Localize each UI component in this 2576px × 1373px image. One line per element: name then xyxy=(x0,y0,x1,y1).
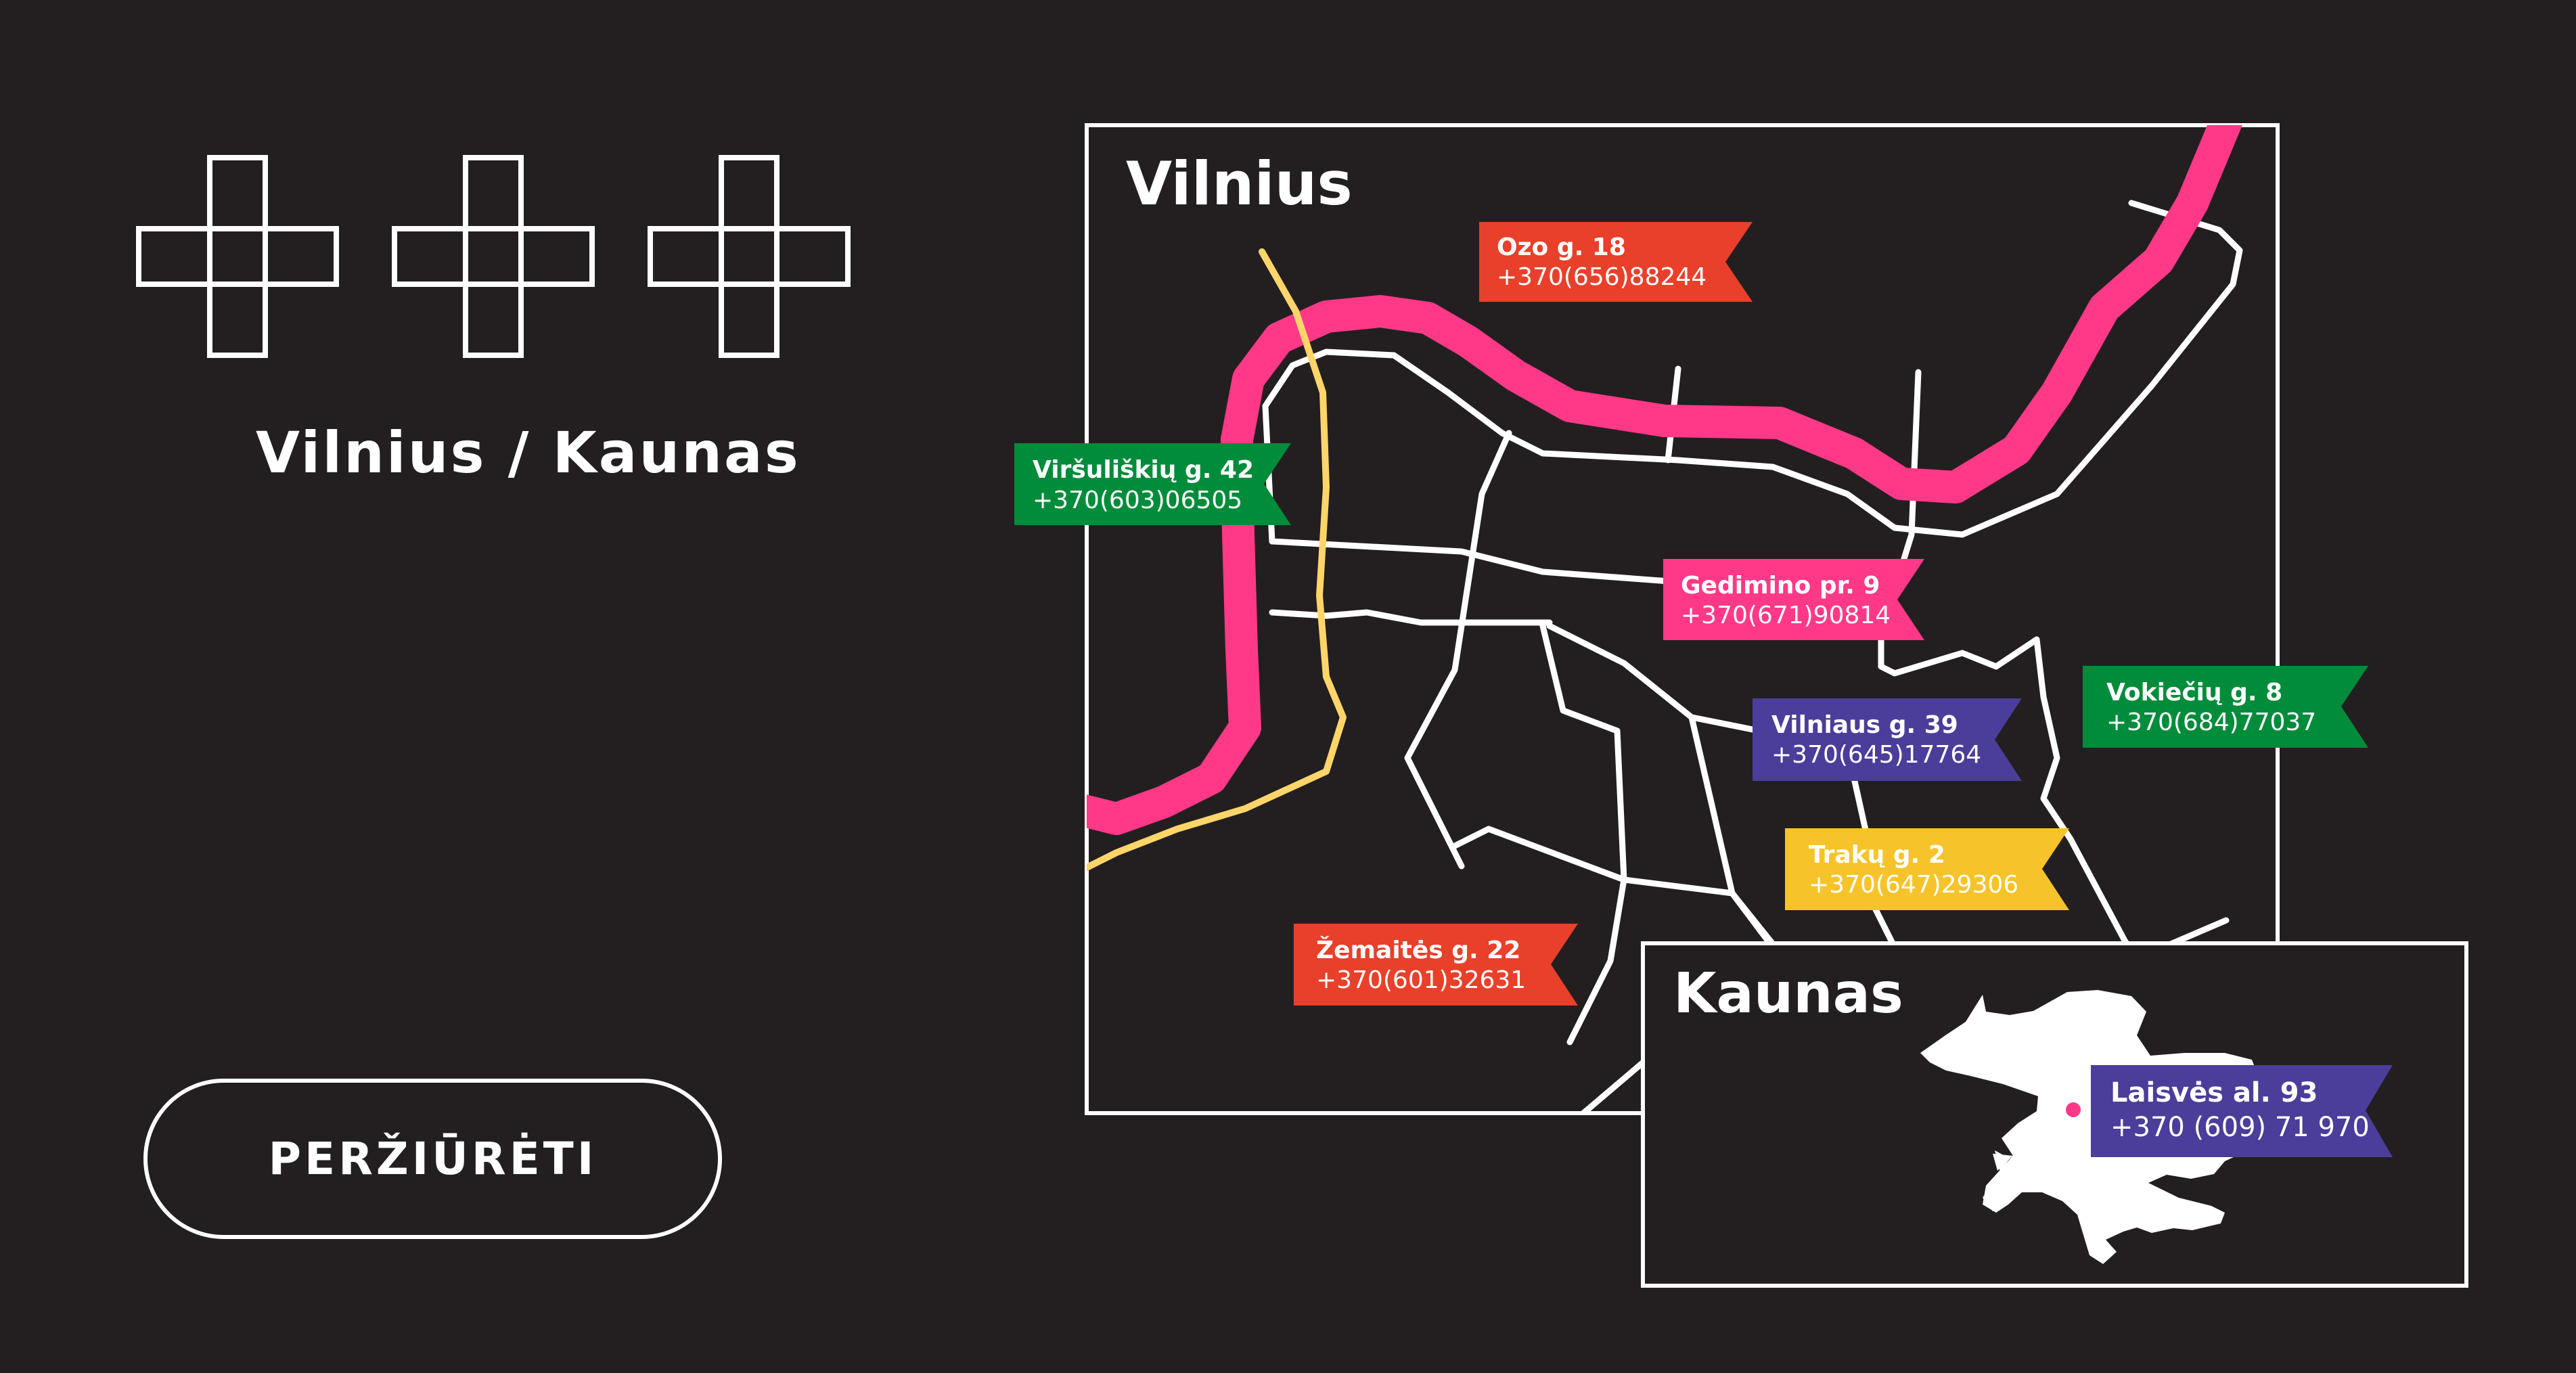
location-flag[interactable]: Vilniaus g. 39 +370(645)17764 xyxy=(1753,698,2022,781)
plus-cross-icon xyxy=(136,155,339,358)
location-name: Žemaitės g. 22 xyxy=(1316,936,1520,964)
location-name: Vokiečių g. 8 xyxy=(2106,679,2282,706)
location-phone: +370(601)32631 xyxy=(1316,966,1526,994)
railway-line xyxy=(1087,248,1347,872)
location-phone: +370(603)06505 xyxy=(1033,487,1242,514)
location-phone: +370(645)17764 xyxy=(1771,741,1981,769)
flag-shape xyxy=(2083,666,2368,748)
location-name: Gedimino pr. 9 xyxy=(1681,572,1880,600)
location-phone: +370(647)29306 xyxy=(1809,871,2018,899)
river xyxy=(1087,125,2242,835)
plus-cross-icon xyxy=(648,155,851,358)
location-name: Trakų g. 2 xyxy=(1809,841,1945,869)
flag-shape xyxy=(1014,443,1291,525)
location-phone: +370 (609) 71 970 xyxy=(2110,1112,2370,1143)
location-name: Ozo g. 18 xyxy=(1497,233,1626,261)
flag-shape xyxy=(1753,698,2022,781)
location-flag[interactable]: Vokiečių g. 8 +370(684)77037 xyxy=(2083,666,2368,748)
location-flag[interactable]: Viršuliškių g. 42 +370(603)06505 xyxy=(1014,443,1291,525)
location-phone: +370(671)90814 xyxy=(1681,602,1891,629)
location-flag[interactable]: Ozo g. 18 +370(656)88244 xyxy=(1479,222,1753,302)
location-phone: +370(656)88244 xyxy=(1497,263,1707,291)
plus-cross-icon xyxy=(392,155,595,358)
location-flag[interactable]: Žemaitės g. 22 +370(601)32631 xyxy=(1294,924,1578,1006)
vilnius-map-title: Vilnius xyxy=(1126,149,1353,219)
flag-shape xyxy=(1479,222,1753,302)
location-name: Laisvės al. 93 xyxy=(2110,1077,2318,1108)
flag-shape xyxy=(1785,828,2069,910)
location-flag[interactable]: Gedimino pr. 9 +370(671)90814 xyxy=(1663,559,1924,640)
flag-shape xyxy=(1294,924,1578,1006)
location-flag[interactable]: Laisvės al. 93 +370 (609) 71 970 xyxy=(2091,1065,2393,1157)
page-title: Vilnius / Kaunas xyxy=(256,420,800,486)
flag-shape xyxy=(2091,1065,2393,1157)
kaunas-map-title: Kaunas xyxy=(1673,962,1903,1026)
location-flag[interactable]: Trakų g. 2 +370(647)29306 xyxy=(1785,828,2069,910)
view-button[interactable]: PERŽIŪRĖTI xyxy=(143,1079,722,1239)
location-phone: +370(684)77037 xyxy=(2106,708,2316,736)
flag-shape xyxy=(1663,559,1924,640)
location-name: Vilniaus g. 39 xyxy=(1771,711,1958,739)
location-name: Viršuliškių g. 42 xyxy=(1033,456,1254,484)
kaunas-location-marker[interactable] xyxy=(2066,1102,2081,1117)
